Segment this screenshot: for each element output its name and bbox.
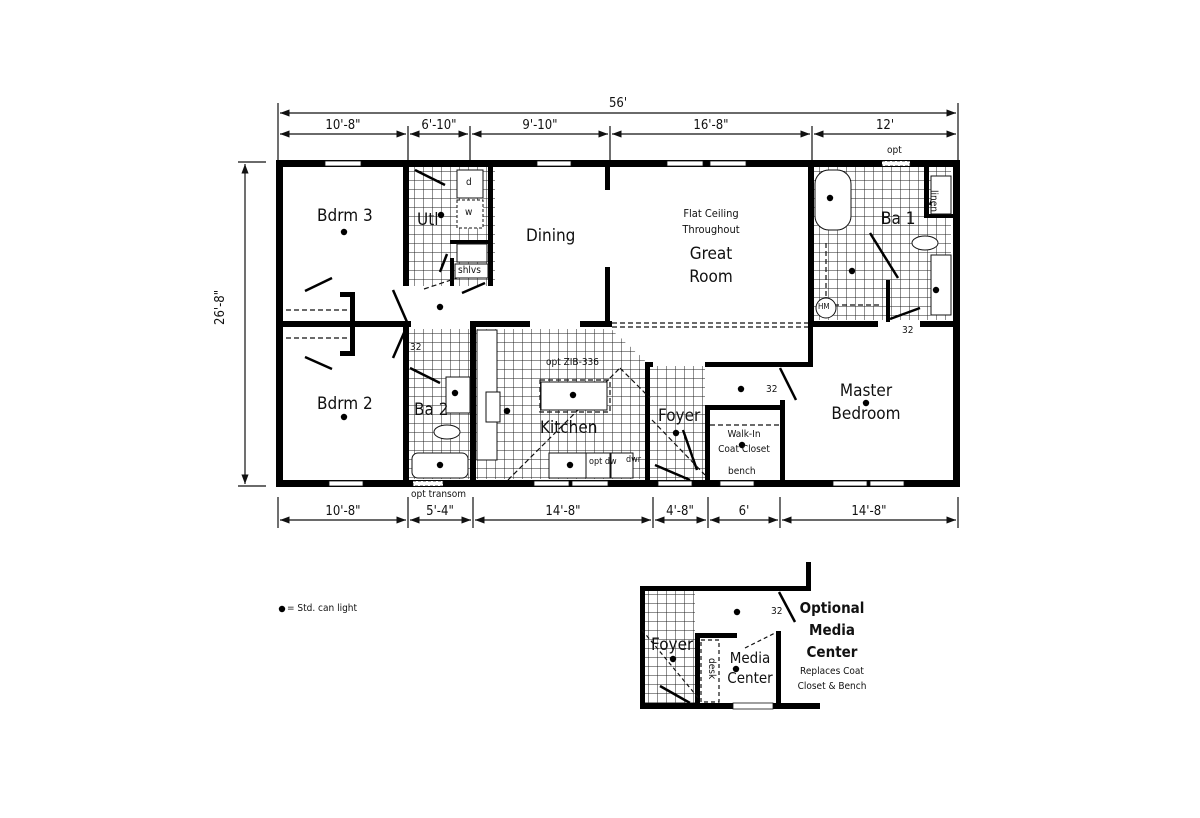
closet-label-1: Walk-In xyxy=(727,429,761,440)
top-dimension-lines xyxy=(277,103,959,160)
exterior-walls xyxy=(276,160,960,487)
room-dining: Dining xyxy=(526,226,576,246)
room-great-2: Room xyxy=(689,267,733,287)
room-ba2: Ba 2 xyxy=(414,400,449,420)
linen-label: linen xyxy=(928,190,939,212)
transom-label: opt transom xyxy=(411,489,466,500)
inset-foyer: Foyer xyxy=(651,635,694,655)
room-master-1: Master xyxy=(839,381,893,401)
bottom-dimension-5: 6' xyxy=(738,504,750,519)
media-center-inset-walls xyxy=(640,562,820,709)
shelves-label: shlvs xyxy=(458,265,481,276)
bottom-dimension-6: 14'-8" xyxy=(851,504,887,519)
room-utility: Utl xyxy=(417,210,439,230)
interior-walls xyxy=(283,166,953,482)
door-width-master: 32 xyxy=(766,384,778,395)
option-note-2: Closet & Bench xyxy=(797,681,867,692)
room-ba1: Ba 1 xyxy=(881,209,916,229)
great-room-note-1: Flat Ceiling xyxy=(683,207,739,220)
overall-width-dimension: 56' xyxy=(608,96,628,111)
door-width-ba1: 32 xyxy=(902,325,914,336)
option-title-2: Media xyxy=(809,621,855,639)
room-bdrm2: Bdrm 2 xyxy=(317,394,373,414)
room-foyer: Foyer xyxy=(658,406,701,426)
great-room-note-2: Throughout xyxy=(682,223,740,236)
can-lights xyxy=(278,194,940,613)
option-title-1: Optional xyxy=(799,599,865,617)
dryer-label: d xyxy=(466,177,472,188)
windows xyxy=(324,160,911,487)
bench-label: bench xyxy=(728,466,756,477)
hm-label: HM xyxy=(818,302,830,311)
drawer-label: dwr xyxy=(626,455,642,465)
inset-desk: desk xyxy=(706,658,717,680)
inset-media-1: Media xyxy=(729,649,771,667)
top-dimension-3: 9'-10" xyxy=(522,118,558,133)
opt-dishwasher-label: opt dw xyxy=(589,457,617,467)
room-kitchen: Kitchen xyxy=(540,418,598,438)
top-dimension-2: 6'-10" xyxy=(421,118,457,133)
option-title-3: Center xyxy=(806,643,858,661)
left-dimension-line xyxy=(238,161,266,487)
inset-door-width: 32 xyxy=(771,606,783,617)
closet-label-2: Coat Closet xyxy=(718,444,770,455)
option-note-1: Replaces Coat xyxy=(800,666,864,677)
door-width-ba2: 32 xyxy=(410,342,422,353)
bottom-dimension-1: 10'-8" xyxy=(325,504,361,519)
bottom-dimension-4: 4'-8" xyxy=(666,504,694,519)
dashed-lines xyxy=(286,243,880,481)
room-master-2: Bedroom xyxy=(831,404,901,424)
overall-depth-dimension: 26'-8" xyxy=(213,289,228,325)
room-bdrm3: Bdrm 3 xyxy=(317,206,373,226)
top-dimension-5: 12' xyxy=(875,118,895,133)
top-dimension-4: 16'-8" xyxy=(693,118,729,133)
top-dimension-1: 10'-8" xyxy=(325,118,361,133)
island-label: opt ZIB-336 xyxy=(546,357,599,368)
legend-can-light: = Std. can light xyxy=(287,603,358,614)
fixtures xyxy=(411,169,952,479)
bottom-dimension-3: 14'-8" xyxy=(545,504,581,519)
room-great-1: Great xyxy=(689,244,733,264)
opt-window-label: opt xyxy=(887,145,902,156)
bottom-dimension-lines xyxy=(277,497,959,528)
inset-media-2: Center xyxy=(727,669,773,687)
washer-label: w xyxy=(465,207,473,218)
bottom-dimension-2: 5'-4" xyxy=(426,504,454,519)
